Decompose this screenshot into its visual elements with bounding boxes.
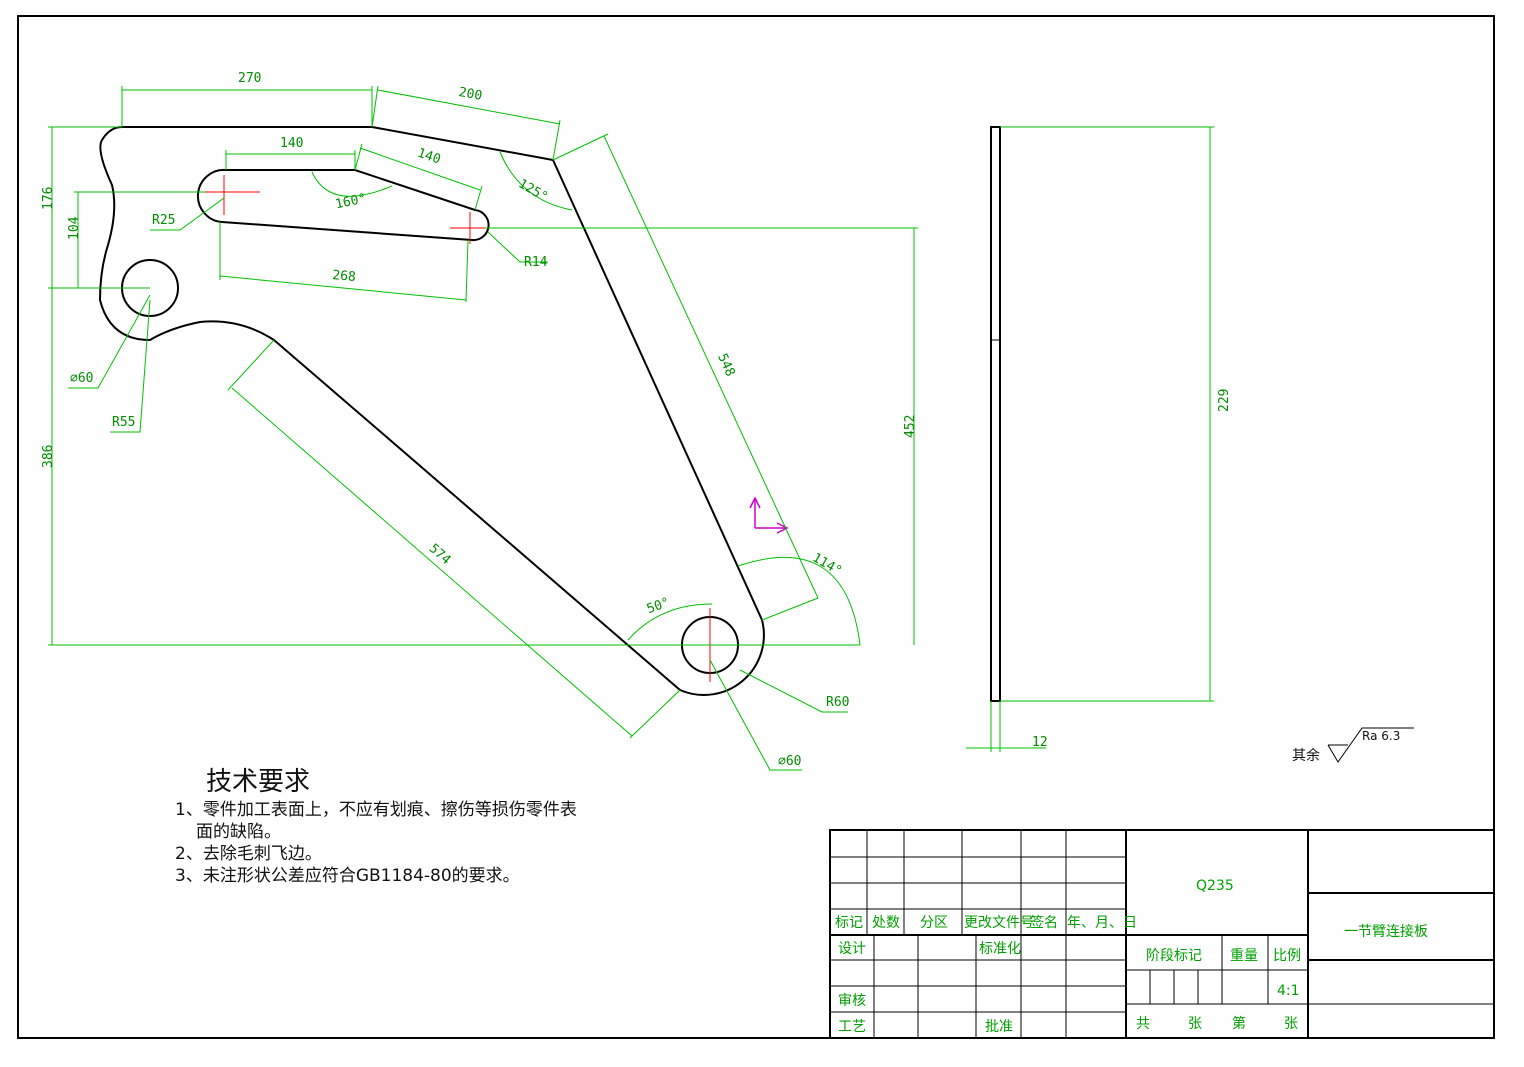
tb-mark: 标记: [835, 915, 863, 931]
tb-sign: 签名: [1030, 914, 1058, 931]
dim-200: 200: [457, 85, 483, 104]
dim-574: 574: [426, 541, 454, 568]
dim-104: 104: [67, 216, 82, 240]
dimension-lines: [48, 85, 918, 771]
tb-material: Q235: [1196, 878, 1234, 894]
title-block: 标记 处数 分区 更改文件号 签名 年、月、日 设计 标准化 审核 工艺 批准 …: [829, 829, 1495, 1039]
angle-160: 160°: [334, 191, 368, 212]
dim-140-top: 140: [280, 136, 303, 151]
tb-process: 工艺: [838, 1019, 866, 1035]
sheet-border: [17, 15, 1495, 1039]
roughness-symbol: 其余 Ra 6.3: [1292, 727, 1414, 764]
tb-doc-no: 更改文件号: [964, 915, 1034, 931]
tb-part-name: 一节臂连接板: [1344, 923, 1428, 940]
angle-50: 50°: [645, 595, 672, 617]
diameter-60-upper: ⌀60: [70, 371, 93, 386]
tb-scale: 4:1: [1277, 983, 1300, 999]
tb-count: 处数: [872, 915, 900, 931]
axis-marker: [749, 496, 789, 534]
tb-weight: 重量: [1230, 948, 1258, 964]
dim-386: 386: [41, 445, 56, 468]
tb-design: 设计: [838, 941, 866, 957]
tb-approve: 批准: [985, 1019, 1013, 1035]
outer-contour: [98, 126, 765, 696]
dim-270: 270: [238, 71, 261, 86]
tech-requirements: 技术要求 1、零件加工表面上，不应有划痕、擦伤等损伤零件表 面的缺陷。 2、去除…: [175, 767, 577, 886]
tb-sheets-1: 张: [1188, 1016, 1202, 1032]
tb-date: 年、月、日: [1067, 915, 1137, 931]
tb-sheet-no: 第: [1232, 1015, 1246, 1032]
dim-229: 229: [1217, 389, 1232, 412]
radius-r25: R25: [152, 213, 175, 228]
tb-scale-label: 比例: [1273, 948, 1301, 964]
tech-title: 技术要求: [206, 767, 310, 797]
angle-125: 125°: [516, 176, 551, 205]
dim-452: 452: [903, 415, 918, 438]
slot: [197, 168, 490, 242]
dim-12: 12: [1032, 735, 1048, 750]
dim-140-slant: 140: [415, 146, 442, 168]
dim-176: 176: [41, 187, 56, 210]
angle-114: 114°: [810, 550, 845, 579]
tb-review: 审核: [838, 993, 866, 1009]
diameter-60-lower: ⌀60: [778, 754, 801, 769]
tb-stage: 阶段标记: [1146, 948, 1202, 964]
tech-item-1-cont: 面的缺陷。: [196, 822, 281, 842]
tech-item-2: 2、去除毛刺飞边。: [175, 844, 322, 864]
side-view: [966, 126, 1214, 752]
side-view-plate: [990, 126, 1001, 702]
dim-268: 268: [332, 268, 357, 285]
radius-r55: R55: [112, 415, 135, 430]
dim-548: 548: [714, 351, 737, 379]
tb-standard: 标准化: [979, 941, 1021, 957]
centerlines: [205, 175, 711, 682]
roughness-value: Ra 6.3: [1362, 729, 1400, 743]
tb-sheets-2: 张: [1284, 1016, 1298, 1032]
tb-zone: 分区: [920, 915, 948, 931]
dimension-texts: 270 200 140 140 176 104 386 268 548 452 …: [41, 71, 1232, 769]
tb-total: 共: [1136, 1016, 1150, 1032]
radius-r14: R14: [524, 255, 548, 270]
tech-item-3: 3、未注形状公差应符合GB1184-80的要求。: [175, 866, 520, 886]
roughness-prefix: 其余: [1292, 747, 1320, 764]
tech-item-1: 1、零件加工表面上，不应有划痕、擦伤等损伤零件表: [175, 800, 577, 820]
radius-r60: R60: [826, 695, 849, 710]
